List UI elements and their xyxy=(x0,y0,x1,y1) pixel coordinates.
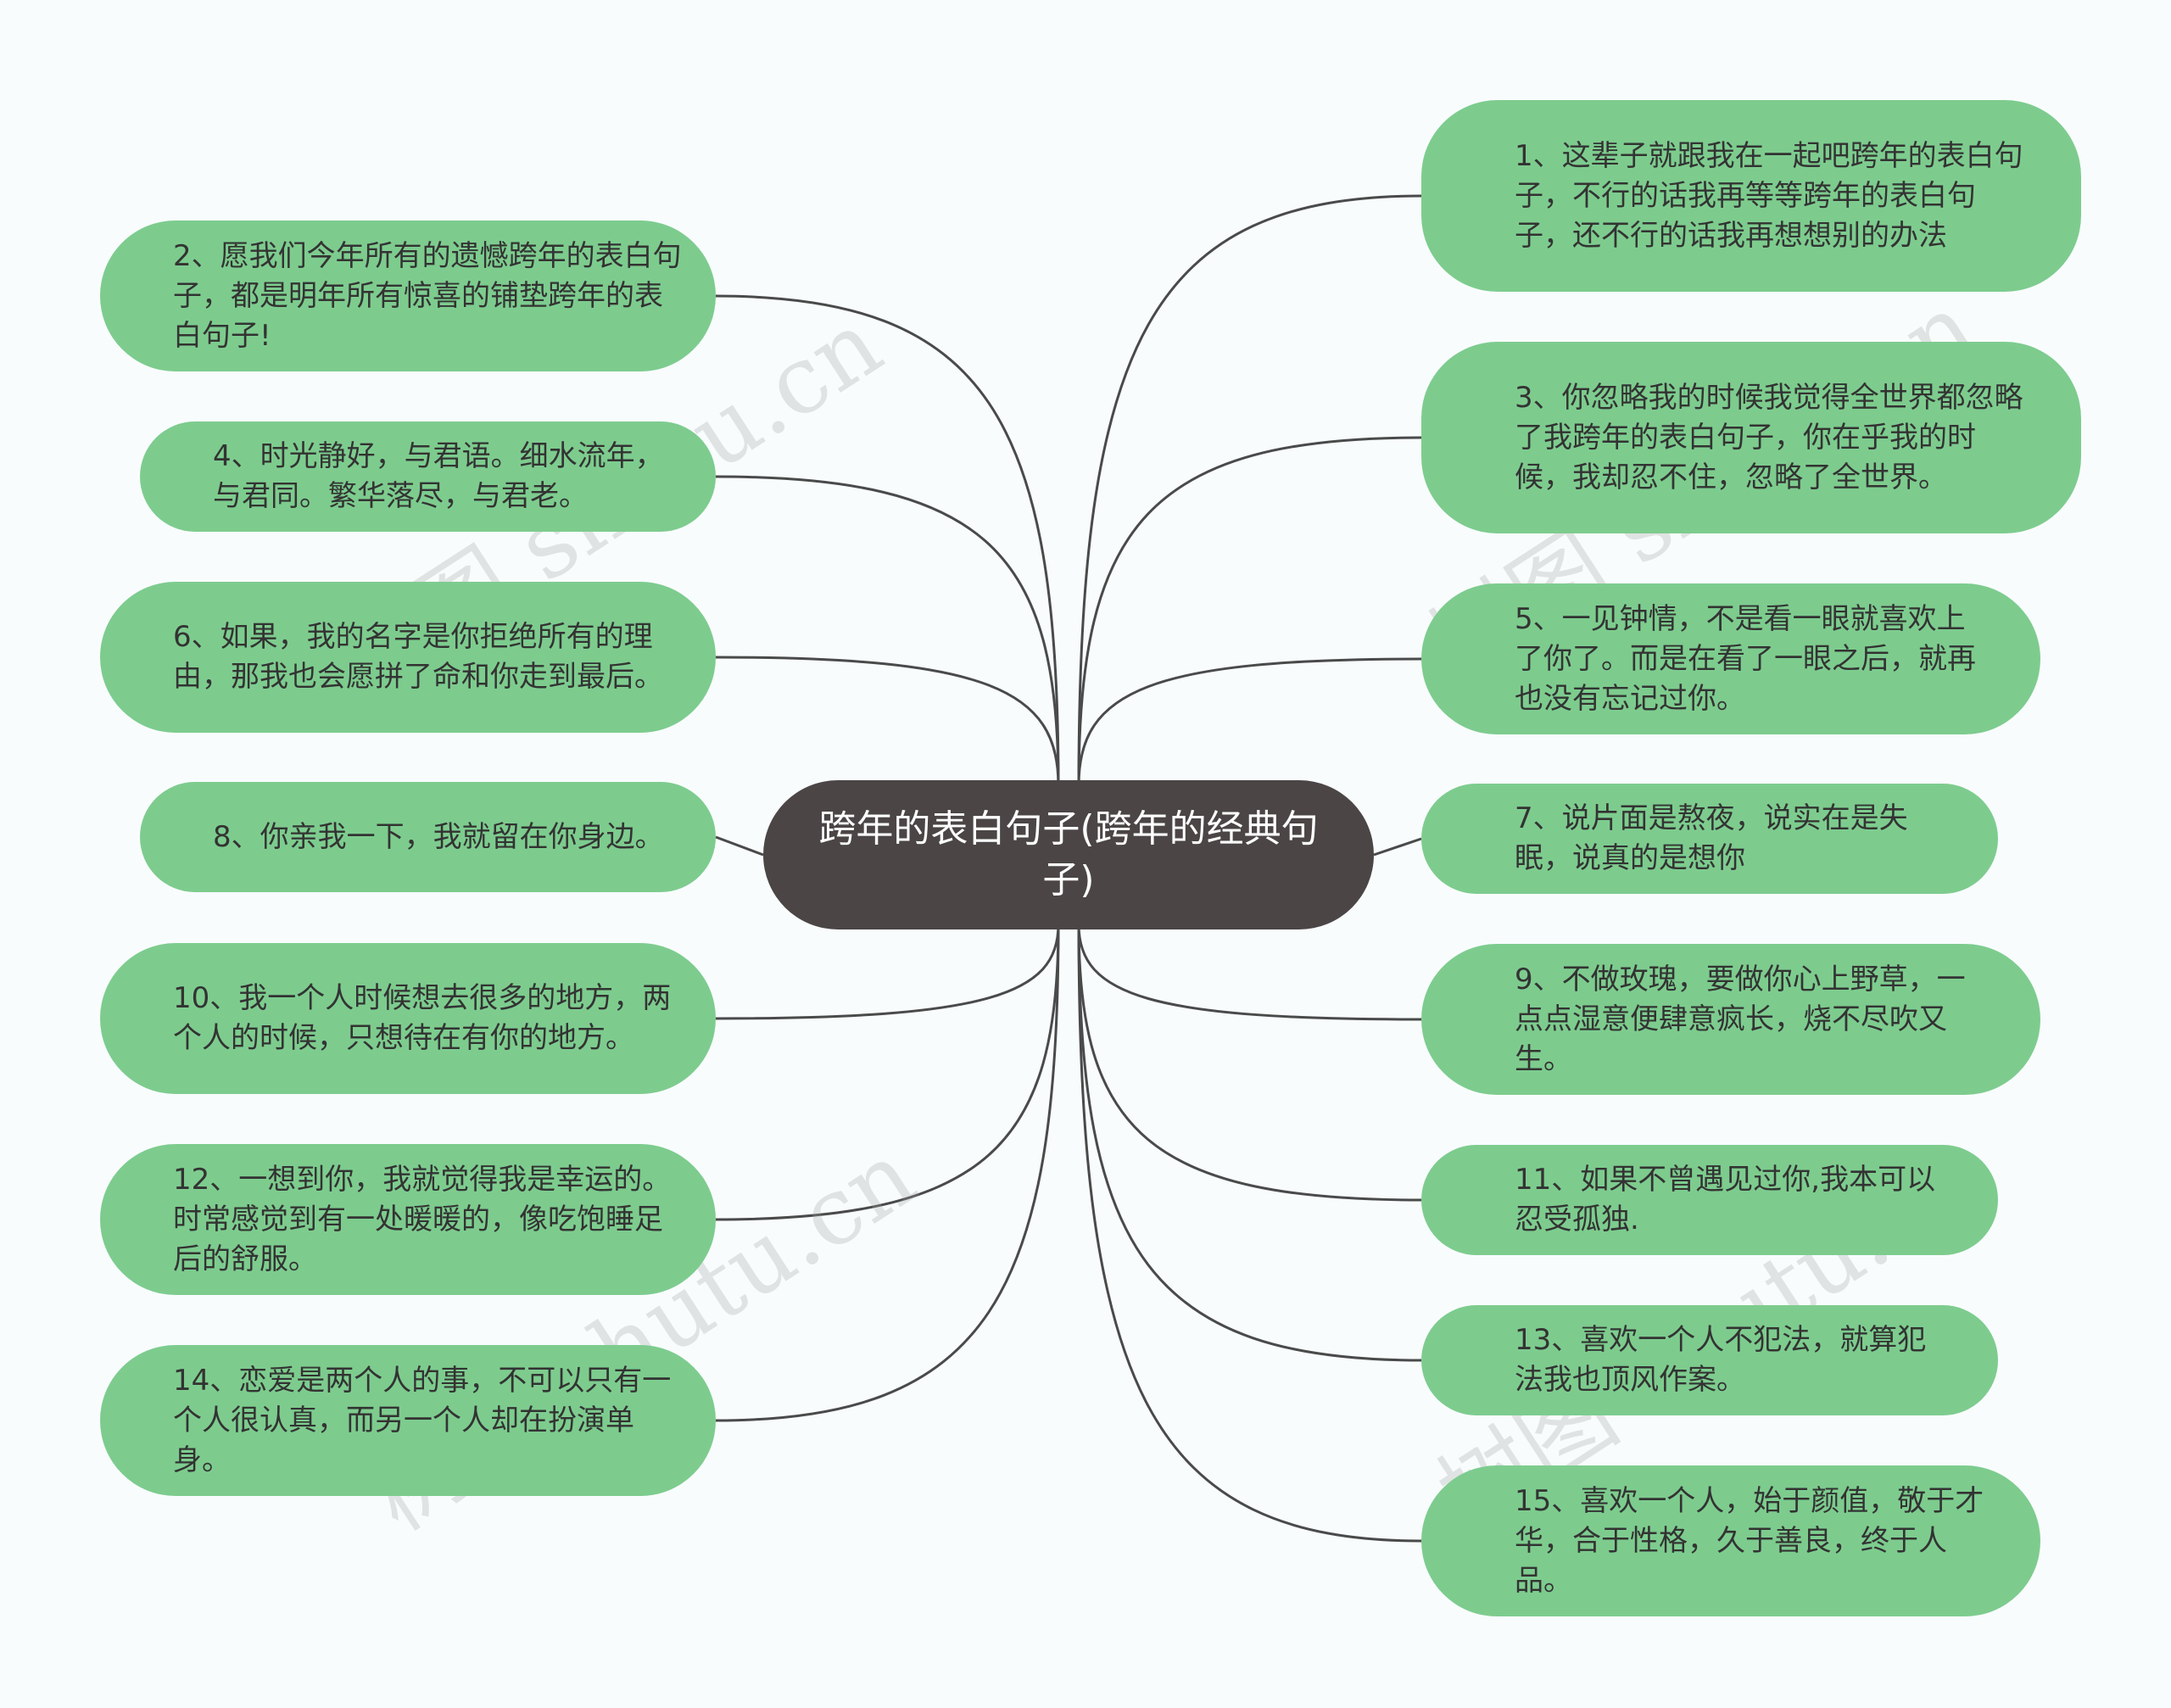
connector-line xyxy=(1077,924,1422,1543)
connector-line xyxy=(715,294,1060,786)
connector-line xyxy=(715,924,1060,1020)
connector-line xyxy=(715,835,764,857)
topic-label: 14、恋爱是两个人的事，不可以只有一个人很认真，而另一个人却在扮演单身。 xyxy=(173,1363,672,1477)
topic-label: 1、这辈子就跟我在一起吧跨年的表白句子，不行的话我再等等跨年的表白句子，还不行的… xyxy=(1515,138,2023,253)
connector-line xyxy=(1077,924,1422,1021)
topic-node-9[interactable]: 9、不做玫瑰，要做你心上野草，一点点湿意便肆意疯长，烧不尽吹又生。 xyxy=(1421,944,2040,1095)
topic-label: 10、我一个人时候想去很多的地方，两个人的时候，只想待在有你的地方。 xyxy=(173,981,672,1055)
topic-node-14[interactable]: 14、恋爱是两个人的事，不可以只有一个人很认真，而另一个人却在扮演单身。 xyxy=(100,1345,716,1496)
central-topic-label: 跨年的表白句子(跨年的经典句子) xyxy=(818,807,1319,901)
connector-line xyxy=(715,924,1060,1422)
topic-label: 3、你忽略我的时候我觉得全世界都忽略了我跨年的表白句子，你在乎我的时候，我却忍不… xyxy=(1515,380,2023,494)
topic-node-7[interactable]: 7、说片面是熬夜，说实在是失眠，说真的是想你 xyxy=(1421,784,1998,894)
topic-node-11[interactable]: 11、如果不曾遇见过你,我本可以忍受孤独. xyxy=(1421,1145,1998,1255)
connector-line xyxy=(1077,194,1422,786)
topic-node-1[interactable]: 1、这辈子就跟我在一起吧跨年的表白句子，不行的话我再等等跨年的表白句子，还不行的… xyxy=(1421,100,2081,292)
topic-label: 13、喜欢一个人不犯法，就算犯法我也顶风作案。 xyxy=(1515,1323,1927,1397)
topic-label: 12、一想到你，我就觉得我是幸运的。时常感觉到有一处暖暖的，像吃饱睡足后的舒服。 xyxy=(173,1162,672,1276)
topic-label: 6、如果，我的名字是你拒绝所有的理由，那我也会愿拼了命和你走到最后。 xyxy=(173,620,663,694)
connector-line xyxy=(1077,924,1422,1362)
topic-label: 5、一见钟情，不是看一眼就喜欢上了你了。而是在看了一眼之后，就再也没有忘记过你。 xyxy=(1515,601,1976,716)
topic-node-12[interactable]: 12、一想到你，我就觉得我是幸运的。时常感觉到有一处暖暖的，像吃饱睡足后的舒服。 xyxy=(100,1144,716,1295)
topic-label: 4、时光静好，与君语。细水流年，与君同。繁华落尽，与君老。 xyxy=(213,439,664,513)
connector-line xyxy=(1077,657,1422,786)
connector-line xyxy=(1373,837,1422,857)
connector-line xyxy=(1077,436,1422,786)
topic-node-5[interactable]: 5、一见钟情，不是看一眼就喜欢上了你了。而是在看了一眼之后，就再也没有忘记过你。 xyxy=(1421,583,2040,734)
topic-label: 9、不做玫瑰，要做你心上野草，一点点湿意便肆意疯长，烧不尽吹又生。 xyxy=(1515,962,1966,1076)
central-topic[interactable]: 跨年的表白句子(跨年的经典句子) xyxy=(763,780,1374,929)
connector-line xyxy=(715,924,1060,1221)
topic-node-3[interactable]: 3、你忽略我的时候我觉得全世界都忽略了我跨年的表白句子，你在乎我的时候，我却忍不… xyxy=(1421,342,2081,533)
topic-label: 15、喜欢一个人，始于颜值，敬于才华，合于性格，久于善良，终于人品。 xyxy=(1515,1483,1984,1598)
topic-label: 7、说片面是熬夜，说实在是失眠，说真的是想你 xyxy=(1515,801,1908,875)
connector-line xyxy=(1077,924,1422,1202)
topic-label: 2、愿我们今年所有的遗憾跨年的表白句子，都是明年所有惊喜的铺垫跨年的表白句子! xyxy=(173,238,682,353)
connector-line xyxy=(715,656,1060,786)
topic-node-2[interactable]: 2、愿我们今年所有的遗憾跨年的表白句子，都是明年所有惊喜的铺垫跨年的表白句子! xyxy=(100,220,716,371)
topic-node-6[interactable]: 6、如果，我的名字是你拒绝所有的理由，那我也会愿拼了命和你走到最后。 xyxy=(100,582,716,733)
topic-label: 11、如果不曾遇见过你,我本可以忍受孤独. xyxy=(1515,1163,1936,1236)
connector-line xyxy=(715,475,1060,786)
topic-node-10[interactable]: 10、我一个人时候想去很多的地方，两个人的时候，只想待在有你的地方。 xyxy=(100,943,716,1094)
topic-node-4[interactable]: 4、时光静好，与君语。细水流年，与君同。繁华落尽，与君老。 xyxy=(140,421,716,532)
topic-node-13[interactable]: 13、喜欢一个人不犯法，就算犯法我也顶风作案。 xyxy=(1421,1305,1998,1415)
topic-node-15[interactable]: 15、喜欢一个人，始于颜值，敬于才华，合于性格，久于善良，终于人品。 xyxy=(1421,1465,2040,1616)
topic-node-8[interactable]: 8、你亲我一下，我就留在你身边。 xyxy=(140,782,716,892)
topic-label: 8、你亲我一下，我就留在你身边。 xyxy=(213,819,664,854)
